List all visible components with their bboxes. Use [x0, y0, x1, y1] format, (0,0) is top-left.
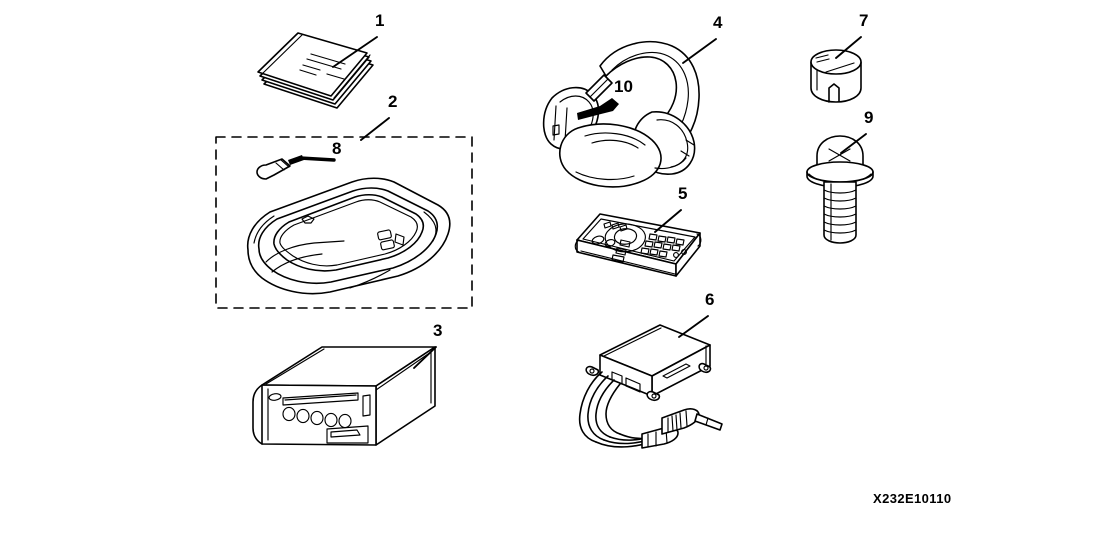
part-remote-control: [574, 213, 702, 277]
callout-label-10: 10: [614, 77, 633, 96]
leader-line-3: [413, 346, 437, 369]
part-dvd-player-unit: [252, 346, 436, 446]
leader-line-4: [682, 38, 717, 64]
callout-label-8: 8: [332, 139, 342, 158]
part-owner-manual-booklet: [257, 32, 374, 109]
part-overhead-display-assembly: [246, 177, 451, 295]
part-control-module: [578, 324, 723, 449]
part-wireless-headphones: [542, 40, 700, 188]
callout-label-5: 5: [678, 184, 688, 203]
leader-line-10: [577, 98, 619, 120]
leader-line-6: [678, 315, 709, 338]
callout-label-3: 3: [433, 321, 443, 340]
leader-line-8: [298, 156, 336, 162]
optional-kit-dashed-boundary: [215, 136, 473, 309]
callout-label-1: 1: [375, 11, 385, 30]
part-flange-screw: [806, 135, 874, 244]
leader-line-2: [360, 117, 390, 141]
callout-label-9: 9: [864, 108, 874, 127]
callout-label-7: 7: [859, 11, 869, 30]
diagram-reference-code: X232E10110: [873, 491, 952, 506]
callout-label-6: 6: [705, 290, 715, 309]
leader-line-1: [332, 36, 378, 68]
part-cap-bushing: [810, 49, 862, 103]
leader-line-9: [840, 133, 867, 154]
callout-label-4: 4: [713, 13, 723, 32]
callout-label-2: 2: [388, 92, 398, 111]
leader-line-5: [654, 209, 682, 233]
antenna-connector: [661, 408, 723, 435]
leader-line-7: [835, 36, 862, 59]
